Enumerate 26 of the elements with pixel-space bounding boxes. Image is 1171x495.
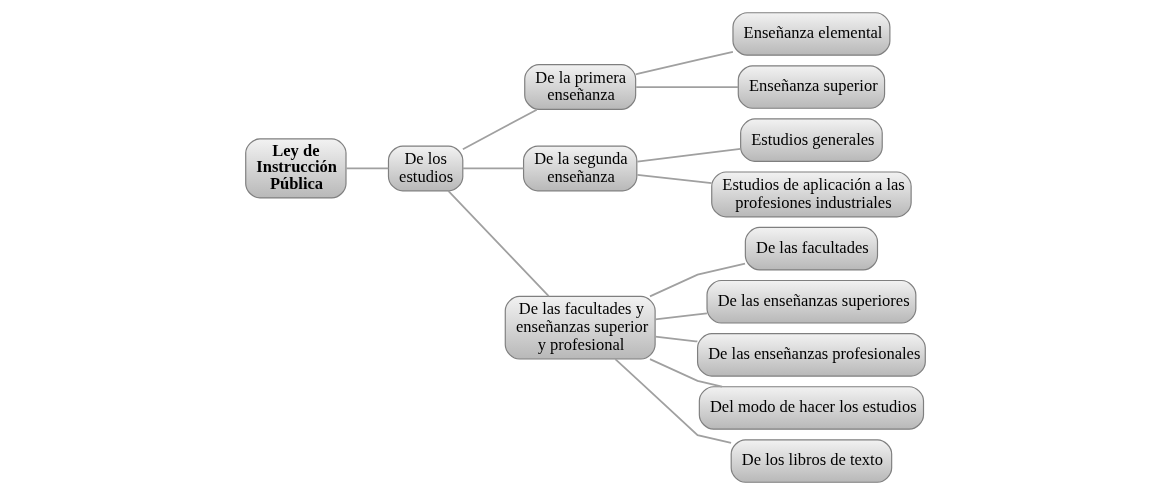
node-box: De las facultades y enseñanzas superior y profesional — [504, 295, 656, 360]
connector — [345, 167, 390, 170]
node-box: Estudios generales — [740, 118, 883, 162]
connector — [635, 86, 739, 88]
connector — [636, 147, 742, 163]
node-box: De la primera enseñanza — [524, 64, 637, 111]
node-box: Enseñanza superior — [737, 65, 886, 109]
connector — [462, 167, 525, 170]
node-box: De las facultades — [744, 226, 879, 271]
node-box: De la segunda enseñanza — [522, 145, 638, 192]
connector — [614, 358, 732, 444]
node-box: De los estudios — [387, 145, 464, 192]
connector — [636, 173, 713, 185]
connector — [654, 335, 699, 343]
connector — [462, 108, 538, 151]
connector — [634, 50, 734, 76]
node-box: Ley de Instrucción Pública — [245, 138, 347, 199]
node-box: De las enseñanzas profesionales — [697, 333, 926, 377]
node-box: De las enseñanzas superiores — [706, 279, 917, 324]
node-box: Enseñanza elemental — [732, 12, 891, 56]
connector — [649, 262, 746, 298]
connector — [447, 190, 550, 297]
node-box: De los libros de texto — [730, 439, 893, 483]
connector — [654, 312, 708, 321]
node-box: Del modo de hacer los estudios — [698, 386, 925, 430]
node-box: Estudios de aplicación a las profesiones industriales — [711, 171, 912, 218]
